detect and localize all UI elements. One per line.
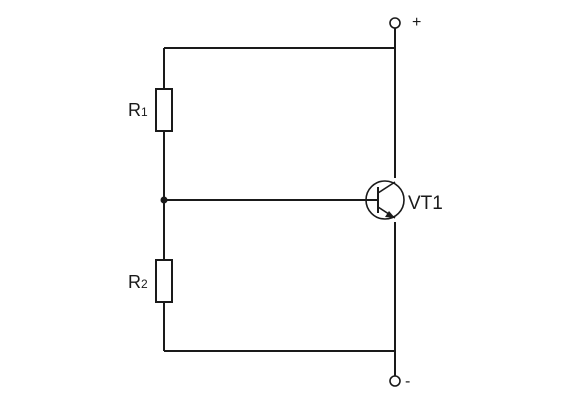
- transistor-collector-lead: [377, 181, 396, 194]
- transistor-emitter-arrow: [385, 211, 395, 218]
- resistor-r1-symbol: [155, 88, 173, 132]
- terminal-negative-circle: [389, 375, 401, 387]
- resistor-r1-label: R1: [128, 100, 148, 120]
- transistor-label: VT1: [408, 193, 443, 214]
- resistor-r2-label: R2: [128, 272, 148, 292]
- terminal-negative-label: -: [405, 373, 410, 390]
- terminal-positive-label: +: [412, 14, 421, 31]
- resistor-r2-symbol: [155, 259, 173, 303]
- transistor-vt1-symbol: [365, 180, 405, 220]
- resistor-r1-index: 1: [141, 105, 148, 119]
- terminal-positive-circle: [389, 17, 401, 29]
- resistor-r2-letter: R: [128, 272, 141, 292]
- resistor-r1-letter: R: [128, 100, 141, 120]
- resistor-r2-index: 2: [141, 277, 148, 291]
